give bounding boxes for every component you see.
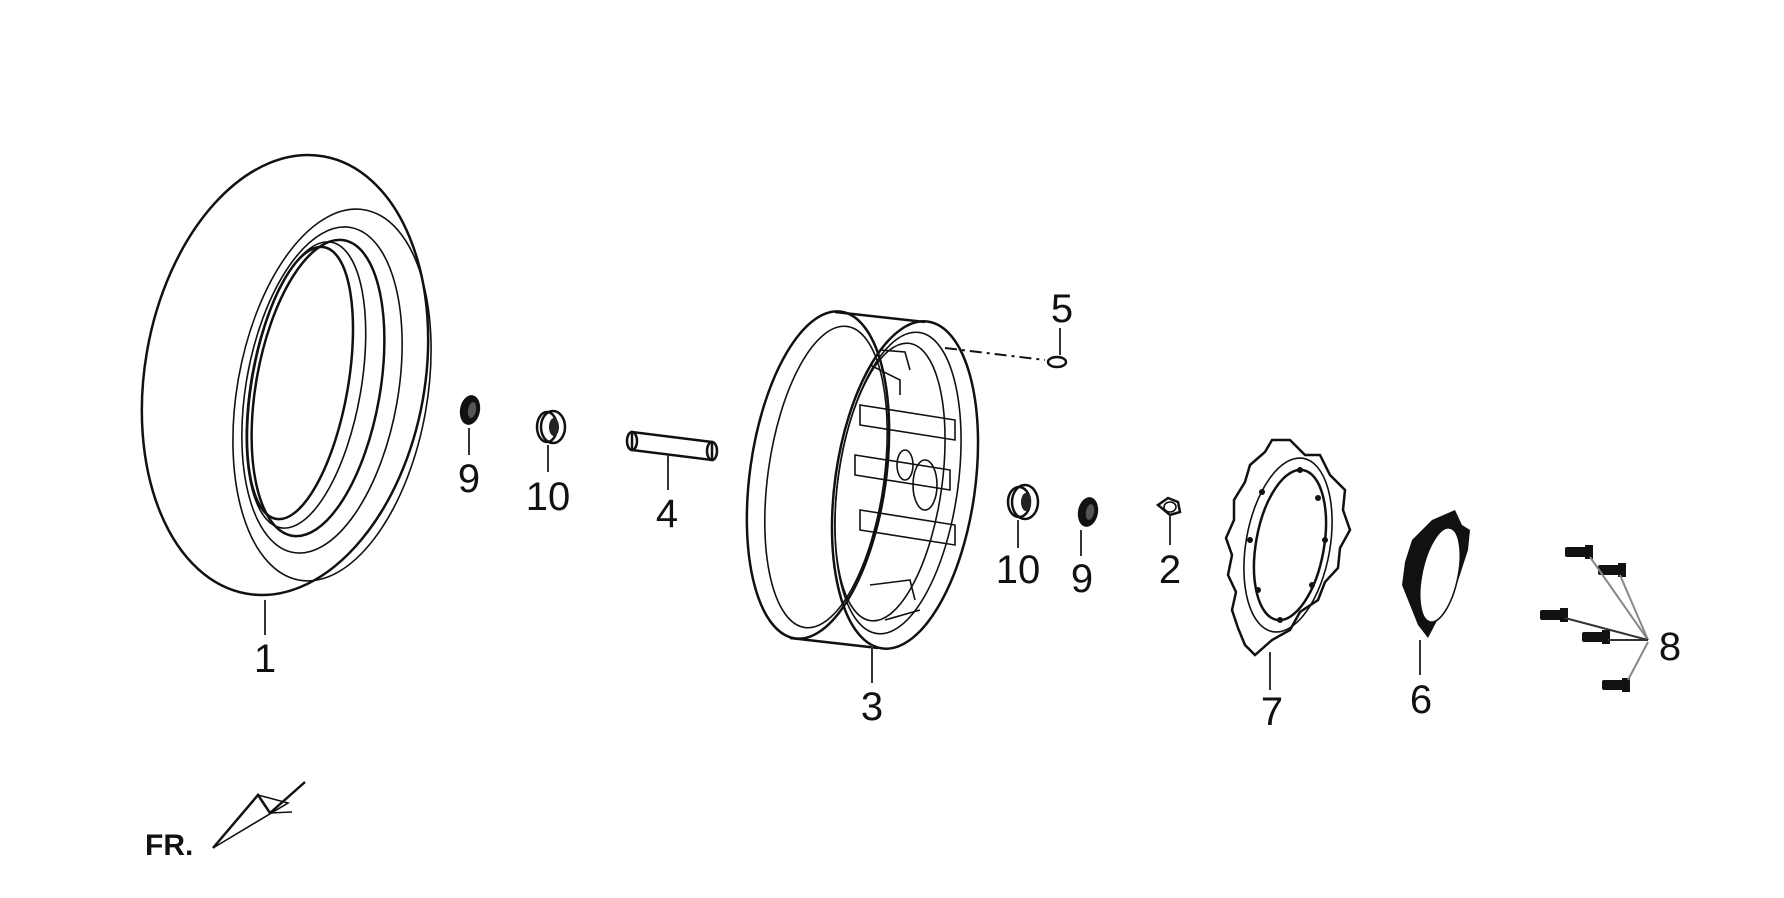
orientation-label: FR.	[145, 829, 193, 862]
callout-10-left: 10	[526, 475, 571, 519]
bearing-right-part	[1006, 483, 1040, 548]
brake-disc-part	[1224, 438, 1352, 690]
callout-8: 8	[1659, 625, 1681, 669]
tire-part	[140, 153, 432, 635]
callout-labels: 1 2 3 4 5 6 7 8 9 10 10 9	[254, 287, 1681, 734]
disc-adapter-part	[1402, 510, 1470, 675]
callout-7: 7	[1261, 690, 1283, 734]
mounting-bolts-part	[1540, 545, 1649, 692]
valve-part	[944, 328, 1068, 369]
callout-3: 3	[861, 685, 883, 729]
oil-seal-right-part	[1077, 497, 1099, 556]
wheel-rim-part	[745, 310, 980, 683]
callout-9-left: 9	[458, 457, 480, 501]
callout-5: 5	[1051, 287, 1073, 331]
callout-4: 4	[656, 492, 678, 536]
callout-6: 6	[1410, 678, 1432, 722]
axle-sleeve-part	[625, 430, 719, 490]
callout-9-right: 9	[1071, 557, 1093, 601]
callout-10-right: 10	[996, 548, 1041, 592]
bearing-left-part	[535, 409, 567, 472]
callout-2: 2	[1159, 548, 1181, 592]
callout-1: 1	[254, 637, 276, 681]
oil-seal-left-part	[459, 395, 481, 455]
bolt-part	[1155, 496, 1182, 545]
orientation-indicator: FR.	[145, 781, 306, 862]
